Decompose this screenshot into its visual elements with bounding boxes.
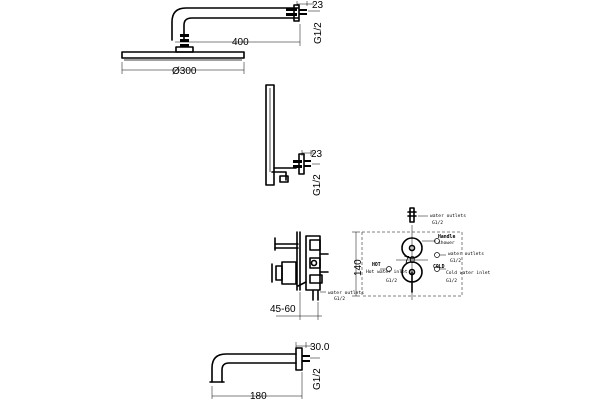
note-water-outlets-mid-thread: G1/2 (450, 258, 461, 264)
slide-rail (265, 84, 275, 186)
shower-arm-assembly: 400 Ø300 23 G1/2 (121, 0, 324, 77)
spout (211, 353, 297, 383)
note-water-outlets-top: water outlets (430, 213, 466, 219)
dim-head-diameter: Ø300 (172, 66, 197, 77)
note-water-outlets-side: water outlets (328, 290, 364, 296)
note-cold-label: COLD (433, 264, 445, 270)
valve-front-view: 140 70 water outlets G1/2 Handle shower … (352, 207, 490, 300)
note-cold-thread: G1/2 (446, 278, 457, 284)
dim-arm-length: 400 (232, 37, 249, 48)
dim-spout-wall-depth: 30.0 (310, 342, 330, 353)
note-handle-sub: shower (438, 240, 455, 246)
dim-arm-wall-depth: 23 (312, 0, 324, 11)
dim-spout-length: 180 (250, 391, 267, 400)
note-water-outlets-mid: water outlets (448, 251, 484, 257)
dim-rail-thread: G1/2 (312, 174, 323, 196)
spout-assembly: 30.0 G1/2 180 (209, 342, 330, 400)
valve-side-view: 45-60 water outlets G1/2 (270, 231, 364, 320)
dim-valve-height: 140 (353, 259, 364, 276)
note-water-outlets-top-thread: G1/2 (432, 220, 443, 226)
note-hot-label: HOT (372, 262, 381, 268)
note-handle: Handle (438, 234, 455, 240)
dim-arm-thread: G1/2 (313, 22, 324, 44)
note-hot-inlet: Hot water inlet (366, 269, 408, 275)
dim-valve-spacing: 70 (404, 255, 416, 266)
dim-rail-wall-depth: 23 (311, 149, 323, 160)
dim-valve-depth: 45-60 (270, 304, 296, 315)
note-water-outlets-side-thread: G1/2 (334, 296, 345, 302)
note-hot-thread: G1/2 (386, 278, 397, 284)
shower-arm (171, 7, 299, 41)
slide-rail-assembly: 23 G1/2 (265, 84, 323, 196)
note-cold-inlet: Cold water inlet (446, 270, 490, 276)
dim-spout-thread: G1/2 (312, 368, 323, 390)
shower-head (121, 51, 245, 59)
